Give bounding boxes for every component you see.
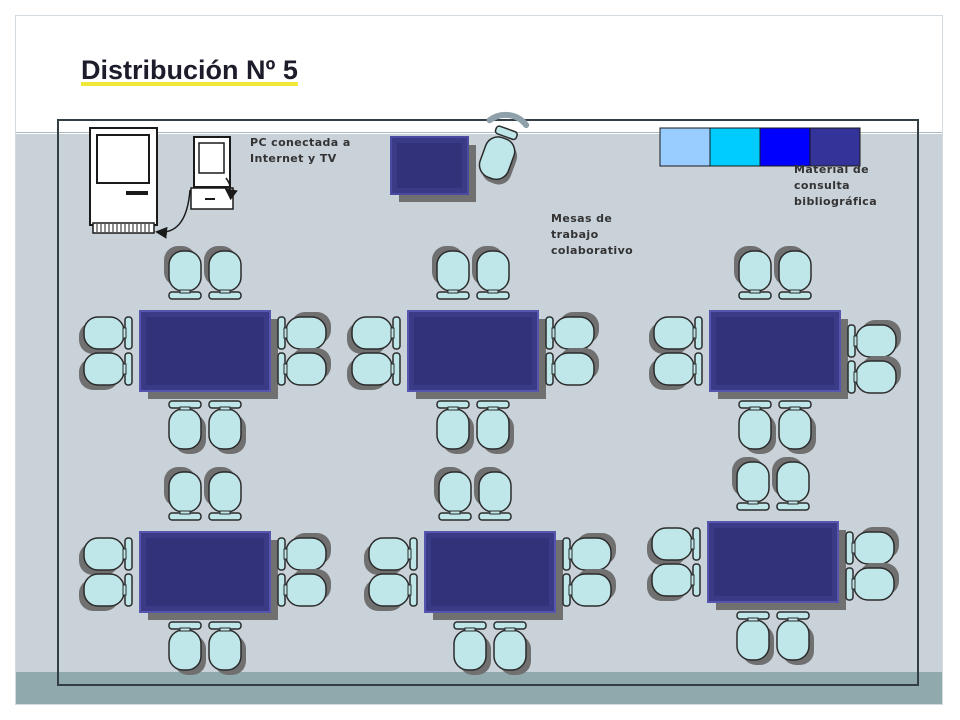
table-icon	[424, 531, 563, 620]
chair-icon	[277, 569, 331, 607]
header-divider	[16, 132, 942, 133]
table-icon	[139, 531, 278, 620]
chair-icon	[772, 457, 810, 511]
chair-icon	[453, 621, 491, 675]
chair-icon	[277, 348, 331, 386]
page-title: Distribución Nº 5	[81, 55, 298, 85]
chair-icon	[774, 246, 812, 300]
chair-icon	[493, 621, 531, 675]
chair-icon	[277, 533, 331, 571]
computer-monitor-icon	[89, 127, 158, 234]
chair-icon	[436, 400, 474, 454]
teacher-desk	[390, 136, 476, 202]
chair-icon	[545, 348, 599, 386]
chair-icon	[647, 527, 701, 565]
chair-icon	[476, 400, 514, 454]
chair-icon	[432, 246, 470, 300]
chair-icon	[277, 312, 331, 350]
chair-icon	[164, 467, 202, 521]
work-table-group	[649, 246, 901, 454]
shelf-segment	[709, 127, 761, 167]
work-table-group	[647, 457, 899, 665]
shelf-segment	[809, 127, 861, 167]
shelf-segment	[659, 127, 711, 167]
arrow-to-tv	[224, 177, 238, 201]
chair-icon	[434, 467, 472, 521]
chair-icon	[364, 537, 418, 575]
chair-icon	[545, 312, 599, 350]
work-table-group	[79, 467, 331, 675]
tables-layer	[79, 246, 901, 675]
chair-icon	[79, 537, 133, 575]
chair-icon	[164, 246, 202, 300]
chair-icon	[845, 527, 899, 565]
chair-icon	[778, 400, 816, 454]
chair-icon	[649, 316, 703, 354]
header-band	[16, 16, 942, 134]
chair-icon	[472, 246, 510, 300]
work-table-group	[364, 467, 616, 675]
arrow-to-computer	[155, 189, 191, 239]
chair-icon	[562, 569, 616, 607]
chair-icon	[734, 246, 772, 300]
work-table-group	[347, 246, 599, 454]
chair-icon	[347, 352, 401, 390]
chair-icon	[847, 356, 901, 394]
work-table-group	[79, 246, 331, 454]
shelf-segment	[759, 127, 811, 167]
teacher-chair-icon	[478, 111, 530, 185]
chair-icon	[208, 621, 246, 675]
chair-icon	[732, 457, 770, 511]
mesas-label: Mesas de trabajo colaborativo	[551, 212, 634, 257]
table-icon	[139, 310, 278, 399]
chair-icon	[204, 246, 242, 300]
bookshelf-icon	[659, 127, 861, 167]
chair-icon	[647, 563, 701, 601]
chair-icon	[168, 400, 206, 454]
table-icon	[407, 310, 546, 399]
chair-icon	[347, 316, 401, 354]
chair-icon	[847, 320, 901, 358]
chair-icon	[776, 611, 814, 665]
pc-label: PC conectada a Internet y TV	[250, 136, 351, 165]
chair-icon	[562, 533, 616, 571]
chair-icon	[474, 467, 512, 521]
material-label: Material de consulta bibliográfica	[794, 163, 878, 208]
table-icon	[709, 310, 848, 399]
chair-icon	[79, 573, 133, 611]
chair-icon	[79, 352, 133, 390]
chair-icon	[364, 573, 418, 611]
chair-icon	[736, 611, 774, 665]
footer-band	[16, 672, 942, 704]
chair-icon	[649, 352, 703, 390]
chair-icon	[168, 621, 206, 675]
chair-icon	[79, 316, 133, 354]
chair-icon	[738, 400, 776, 454]
table-icon	[707, 521, 846, 610]
chair-icon	[208, 400, 246, 454]
chair-icon	[845, 563, 899, 601]
chair-icon	[204, 467, 242, 521]
tv-monitor-icon	[190, 136, 234, 210]
